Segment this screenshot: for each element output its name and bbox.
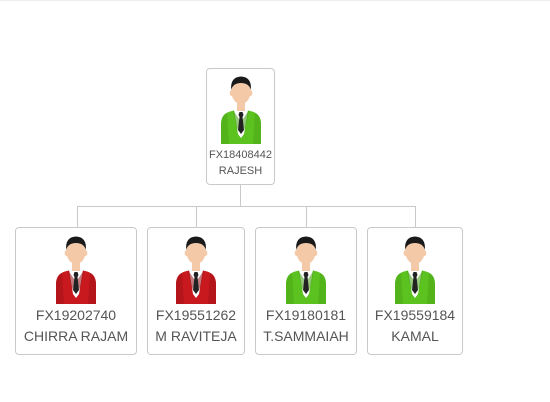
top-divider bbox=[0, 0, 550, 1]
connector-root-down bbox=[240, 185, 241, 206]
member-name: M RAVITEJA bbox=[155, 328, 237, 344]
member-id: FX19180181 bbox=[265, 307, 347, 323]
connector-child-2 bbox=[196, 206, 197, 227]
user-avatar-green-icon bbox=[283, 234, 329, 304]
connector-child-4 bbox=[415, 206, 416, 227]
member-id: FX19559184 bbox=[374, 307, 456, 323]
member-name: CHIRRA RAJAM bbox=[23, 328, 129, 344]
user-avatar-green-icon bbox=[218, 74, 264, 144]
connector-child-3 bbox=[306, 206, 307, 227]
user-avatar-red-icon bbox=[53, 234, 99, 304]
member-id: FX19202740 bbox=[35, 307, 117, 323]
member-name: KAMAL bbox=[391, 328, 439, 344]
member-name: RAJESH bbox=[218, 165, 263, 177]
child-member-node-1[interactable]: FX19202740 CHIRRA RAJAM bbox=[15, 227, 137, 355]
member-id: FX18408442 bbox=[209, 149, 272, 161]
user-avatar-green-icon bbox=[392, 234, 438, 304]
user-avatar-red-icon bbox=[173, 234, 219, 304]
child-member-node-3[interactable]: FX19180181 T.SAMMAIAH bbox=[255, 227, 357, 355]
connector-horizontal bbox=[77, 206, 416, 207]
root-member-node[interactable]: FX18408442 RAJESH bbox=[206, 68, 275, 185]
connector-child-1 bbox=[77, 206, 78, 227]
member-id: FX19551262 bbox=[155, 307, 237, 323]
child-member-node-4[interactable]: FX19559184 KAMAL bbox=[367, 227, 463, 355]
member-name: T.SAMMAIAH bbox=[263, 328, 349, 344]
child-member-node-2[interactable]: FX19551262 M RAVITEJA bbox=[147, 227, 245, 355]
